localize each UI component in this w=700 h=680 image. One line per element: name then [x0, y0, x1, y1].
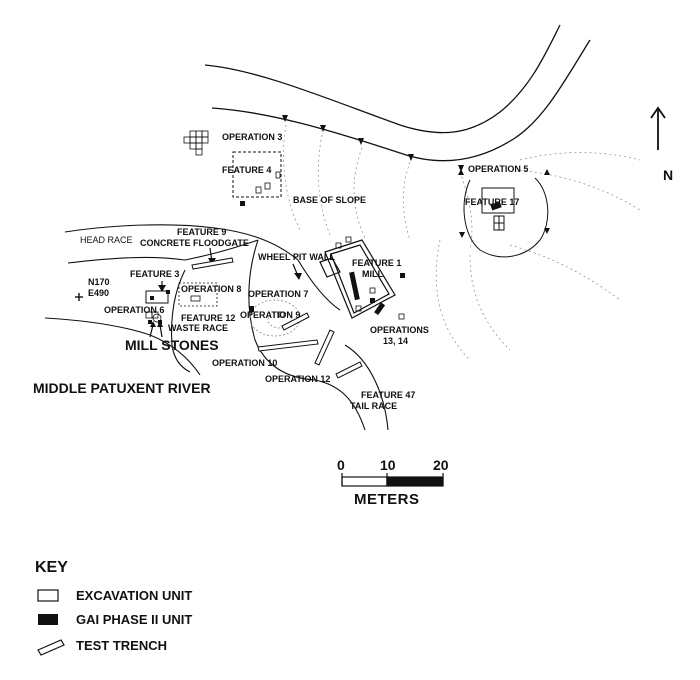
operation-8-unit	[190, 295, 201, 302]
operation-8-area	[178, 282, 218, 307]
operation-5-label: OPERATION 5	[468, 164, 528, 174]
key-test-trench-symbol	[37, 639, 65, 656]
e490-label: E490	[88, 288, 109, 298]
waste-race-label: WASTE RACE	[168, 323, 228, 333]
scale-tick-10: 10	[380, 457, 396, 473]
mill-gai-unit-2	[370, 298, 375, 303]
feature-4-units	[255, 171, 281, 194]
key-test-trench-label: TEST TRENCH	[76, 638, 167, 653]
operation-6-gai-unit	[148, 320, 152, 324]
concrete-floodgate-trench	[191, 257, 234, 270]
feature-17-gai-unit	[490, 201, 502, 211]
feature-47-label: FEATURE 47	[361, 390, 415, 400]
key-excavation-unit-label: EXCAVATION UNIT	[76, 588, 192, 603]
operation-7-contour-inner	[267, 311, 293, 329]
feature-17-excavation	[481, 187, 515, 231]
scale-tick-20: 20	[433, 457, 449, 473]
feature-4-gai-unit	[240, 201, 245, 206]
operation-9-label: OPERATION 9	[240, 310, 300, 320]
north-arrow-icon	[650, 106, 666, 150]
wheel-pit-arrowhead	[294, 273, 302, 280]
feature-4-label: FEATURE 4	[222, 165, 271, 175]
head-race-label: HEAD RACE	[80, 235, 133, 245]
feature-1-mill-outline	[319, 239, 396, 319]
operation-9-trench	[281, 312, 310, 331]
scale-unit-label: METERS	[354, 491, 420, 508]
mill-gai-unit	[349, 271, 360, 301]
scale-tick-0: 0	[337, 457, 345, 473]
robinson-driveway-road	[204, 24, 591, 162]
feature-3-gai-unit-2	[166, 290, 170, 294]
key-title: KEY	[35, 559, 68, 576]
operation-6-label: OPERATION 6	[104, 305, 164, 315]
operations-13-14-label-2: 13, 14	[383, 336, 408, 346]
feature-12-label: FEATURE 12	[181, 313, 235, 323]
slope-contours	[283, 124, 641, 361]
feature-3-box	[145, 290, 169, 304]
wheel-pit-wall-label: WHEEL PIT WALL	[258, 252, 335, 262]
scale-bar	[341, 473, 444, 487]
mill-gai-unit-3	[374, 302, 386, 316]
operation-10-trench-2	[314, 329, 335, 366]
middle-patuxent-river-label: MIDDLE PATUXENT RIVER	[33, 380, 211, 396]
base-of-slope-label: BASE OF SLOPE	[293, 195, 366, 205]
operation-8-label: OPERATION 8	[181, 284, 241, 294]
key-gai-phase-ii-symbol	[38, 614, 58, 625]
datum-cross	[75, 293, 83, 301]
operation-9-unit	[278, 311, 285, 318]
tail-race-label: TAIL RACE	[350, 401, 397, 411]
operation-3-grid	[183, 130, 209, 156]
operation-7-gai-unit	[249, 306, 254, 312]
operation-10-trench	[257, 339, 319, 352]
operations-13-14-label: OPERATIONS	[370, 325, 429, 335]
feature-4-boundary	[232, 151, 282, 198]
mill-stones-arrowhead	[150, 321, 156, 327]
feature-9-label: FEATURE 9	[177, 227, 226, 237]
operation-10-label: OPERATION 10	[212, 358, 277, 368]
n170-label: N170	[88, 277, 110, 287]
concrete-floodgate-label: CONCRETE FLOODGATE	[140, 238, 249, 248]
operation-6-units	[145, 311, 162, 323]
feature-3-gai-unit	[150, 296, 154, 300]
key-gai-phase-ii-label: GAI PHASE II UNIT	[76, 612, 192, 627]
mill-stones-arrowhead-2	[157, 321, 163, 327]
operation-7-label: OPERATION 7	[248, 289, 308, 299]
north-label: N	[663, 167, 673, 183]
road-slope-ticks	[282, 115, 464, 172]
mill-stones-label: MILL STONES	[125, 337, 219, 353]
feature-3-label: FEATURE 3	[130, 269, 179, 279]
operation-12-label: OPERATION 12	[265, 374, 330, 384]
operation-12-trench	[335, 361, 363, 379]
mill-gai-unit-4	[400, 273, 405, 278]
feature-1-label: FEATURE 1	[352, 258, 401, 268]
mill-label: MILL	[362, 269, 383, 279]
mill-excavation-units	[335, 236, 405, 320]
key-excavation-unit-symbol	[37, 589, 59, 602]
feature-17-label: FEATURE 17	[465, 197, 519, 207]
operation-3-label: OPERATION 3	[222, 132, 282, 142]
operation-5-outline	[463, 177, 549, 258]
feature-3-arrowhead	[158, 285, 166, 292]
operation-5-ticks	[458, 169, 550, 238]
